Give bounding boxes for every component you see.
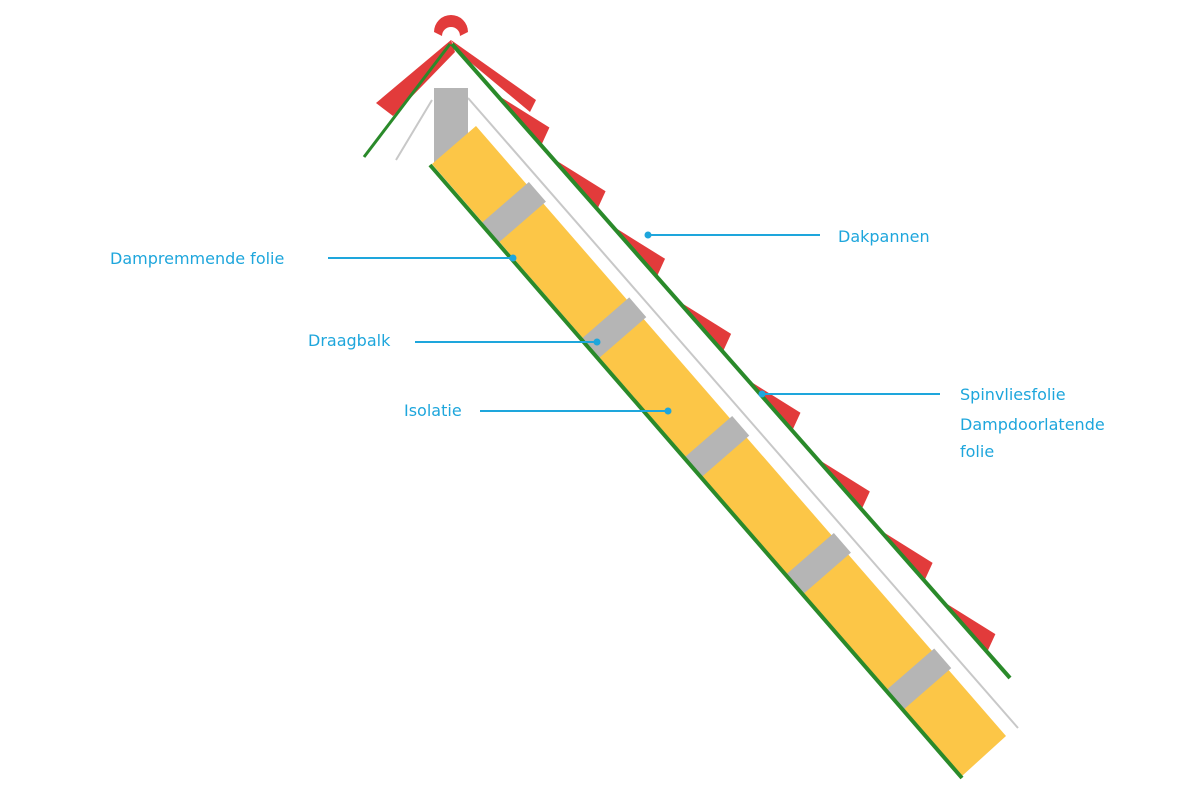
- leader-dot-draagbalk: [593, 338, 601, 346]
- inner-membrane: [428, 163, 964, 780]
- rafter: [480, 181, 546, 244]
- outer-membrane-right: [450, 42, 1012, 680]
- rafter: [885, 648, 952, 711]
- label-spinvliesfolie: Spinvliesfolie: [960, 385, 1066, 404]
- leader-dot-isolatie: [664, 407, 672, 415]
- batten-line-left: [395, 99, 433, 161]
- label-draagbalk: Draagbalk: [308, 331, 391, 350]
- leader-dot-spinvlies: [758, 390, 766, 398]
- leader-dot-dampremmende: [509, 254, 517, 262]
- label-isolatie: Isolatie: [404, 401, 462, 420]
- ridge-tile-right: [451, 40, 536, 112]
- leader-dot-dakpannen: [644, 231, 652, 239]
- label-dakpannen: Dakpannen: [838, 227, 930, 246]
- rafter: [683, 415, 750, 478]
- ridge-cap: [434, 15, 468, 36]
- rafter: [785, 532, 851, 595]
- label-folie: folie: [960, 442, 994, 461]
- label-dampdoorlatende: Dampdoorlatende: [960, 415, 1105, 434]
- batten-line-right: [467, 97, 1019, 729]
- ridge-tile-left: [376, 40, 455, 116]
- label-dampremmende-folie: Dampremmende folie: [110, 249, 284, 268]
- outer-membrane-left: [362, 43, 452, 158]
- rafters: [480, 181, 952, 711]
